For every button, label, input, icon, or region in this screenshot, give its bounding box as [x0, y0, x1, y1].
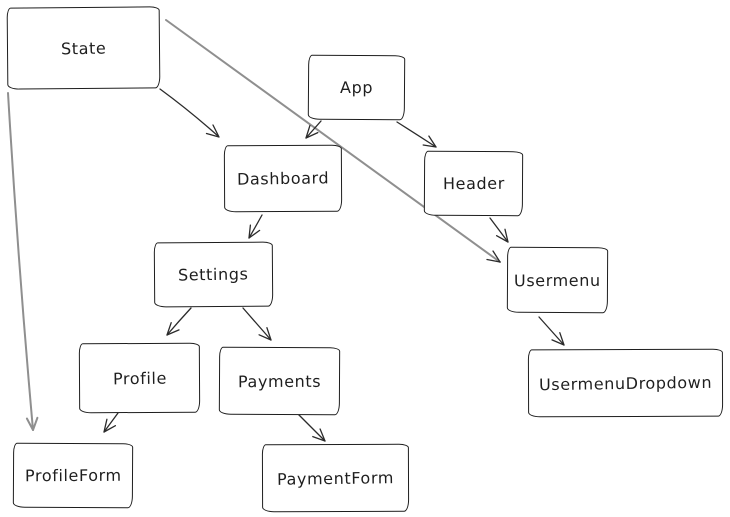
edge-settings-to-payments[interactable] — [242, 307, 272, 341]
node-usermenu-label: Usermenu — [514, 270, 601, 290]
node-header[interactable]: Header — [423, 150, 524, 217]
edge-app-to-header[interactable] — [396, 121, 437, 148]
edge-header-to-usermenu[interactable] — [489, 217, 509, 243]
edge-state-to-dashboard[interactable] — [159, 88, 220, 138]
node-state[interactable]: State — [6, 6, 161, 90]
node-profile[interactable]: Profile — [78, 342, 201, 414]
node-settings-label: Settings — [178, 264, 249, 285]
edge-usermenu-to-usermenudropdown[interactable] — [538, 316, 565, 346]
node-usermenu-dropdown-label: UsermenuDropdown — [538, 372, 713, 394]
node-profile-label: Profile — [112, 368, 167, 388]
node-profile-form-label: ProfileForm — [24, 465, 122, 486]
edge-settings-to-profile[interactable] — [166, 307, 192, 336]
node-app[interactable]: App — [307, 54, 406, 121]
node-app-label: App — [339, 77, 374, 98]
edge-state-to-usermenu[interactable] — [165, 19, 501, 263]
node-settings[interactable]: Settings — [153, 241, 274, 308]
edge-payments-to-paymentform[interactable] — [297, 413, 326, 442]
edge-app-to-dashboard[interactable] — [305, 120, 322, 139]
edge-profile-to-profileform[interactable] — [103, 412, 119, 433]
node-usermenu-dropdown[interactable]: UsermenuDropdown — [527, 348, 724, 418]
node-payment-form[interactable]: PaymentForm — [261, 443, 410, 513]
node-header-label: Header — [442, 173, 505, 194]
node-usermenu[interactable]: Usermenu — [506, 246, 609, 314]
node-dashboard-label: Dashboard — [236, 168, 330, 189]
node-dashboard[interactable]: Dashboard — [223, 144, 343, 213]
edge-dashboard-to-settings[interactable] — [248, 214, 263, 239]
node-payment-form-label: PaymentForm — [276, 467, 395, 489]
edge-state-to-profileform[interactable] — [7, 92, 39, 431]
node-state-label: State — [60, 38, 107, 58]
node-payments-label: Payments — [237, 371, 322, 391]
node-payments[interactable]: Payments — [218, 346, 341, 416]
node-profile-form[interactable]: ProfileForm — [12, 442, 134, 509]
